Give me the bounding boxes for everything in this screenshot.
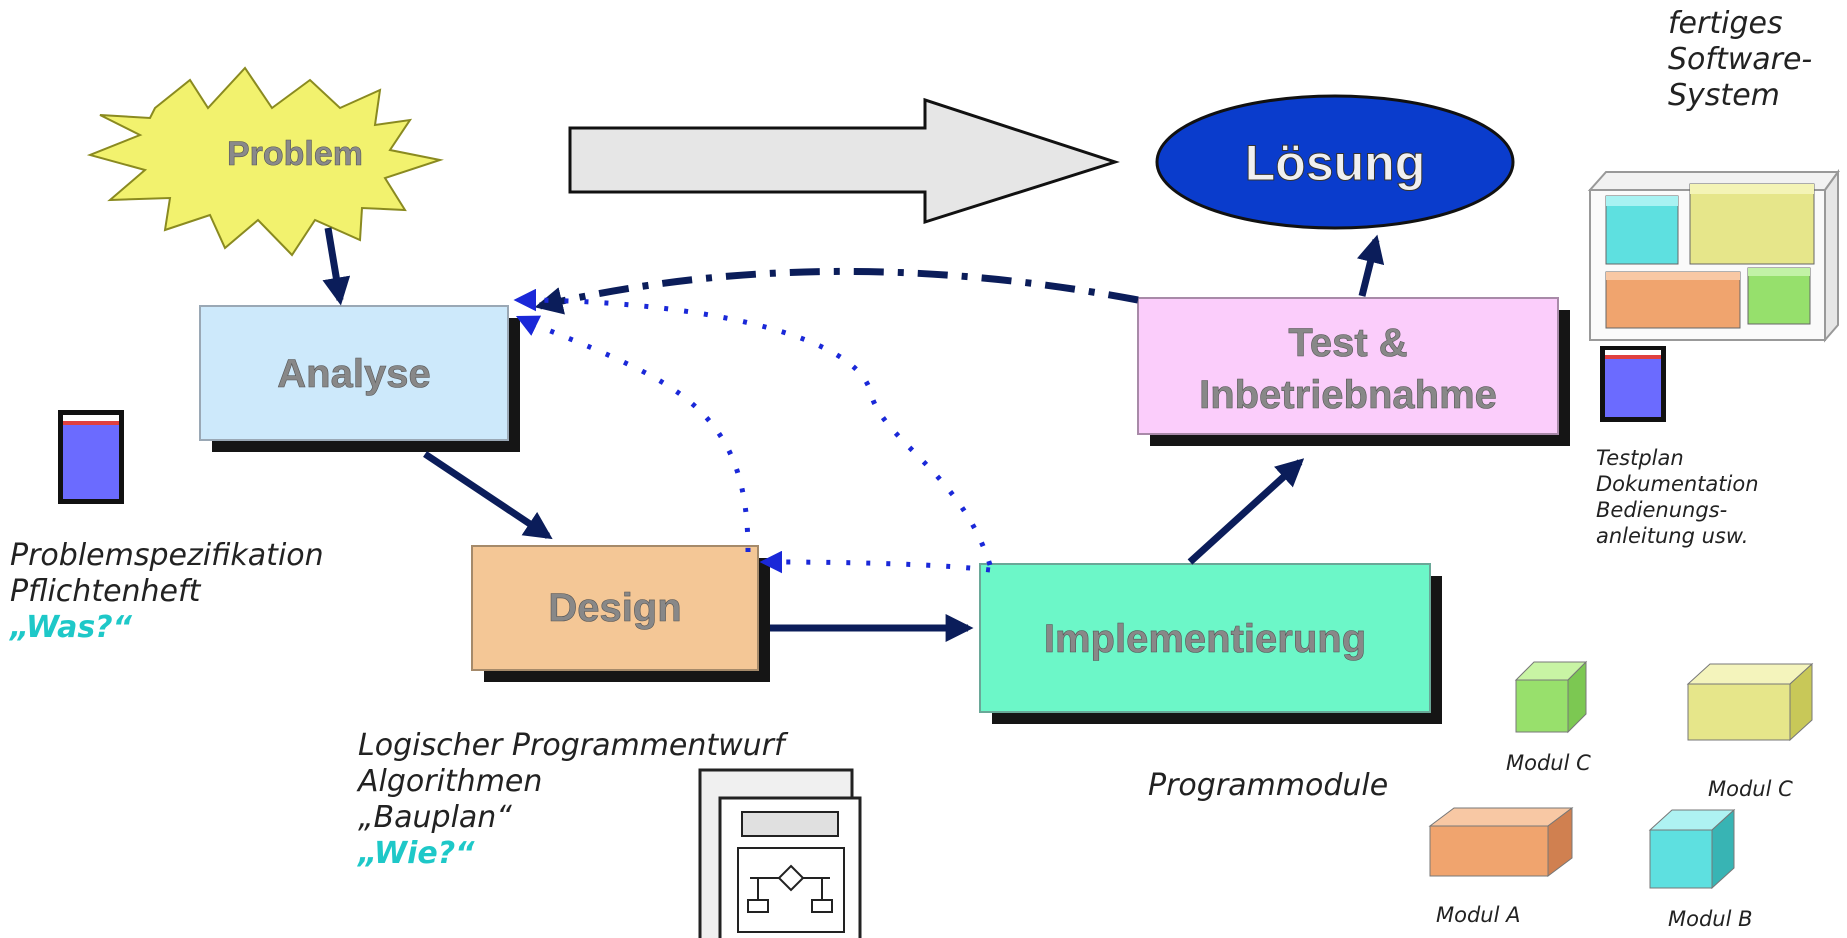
analyse-box: Analyse xyxy=(199,305,520,452)
design-caption-question: „Wie?“ xyxy=(358,836,475,871)
implementierung-box: Implementierung xyxy=(979,563,1442,724)
specification-caption-line2: Pflichtenheft xyxy=(10,574,201,609)
test-label-line1: Test & xyxy=(1288,321,1407,365)
module-a-label: Modul A xyxy=(1436,903,1521,927)
module-c-large-label: Modul C xyxy=(1708,777,1793,801)
problem-starburst: Problem xyxy=(86,66,444,257)
specification-caption-question: „Was?“ xyxy=(10,610,132,645)
specification-caption-line1: Problemspezifikation xyxy=(10,538,324,573)
arrow-test-to-loesung xyxy=(1356,234,1385,297)
feedback-implementierung-to-design xyxy=(759,550,991,574)
system-caption: fertiges Software- System xyxy=(1668,6,1812,114)
analyse-label: Analyse xyxy=(277,352,430,396)
blueprint-document-icon xyxy=(698,768,862,938)
test-label-line2: Inbetriebnahme xyxy=(1199,373,1497,417)
arrow-problem-to-analyse xyxy=(322,227,351,306)
arrow-analyse-to-design xyxy=(423,451,553,540)
problem-label: Problem xyxy=(227,135,363,173)
system-caption-line3: System xyxy=(1668,78,1780,113)
design-caption-line2: Algorithmen xyxy=(358,764,543,799)
software-system-icon xyxy=(1587,168,1840,343)
specification-caption: Problemspezifikation Pflichtenheft „Was?… xyxy=(10,538,324,646)
system-caption-line2: Software- xyxy=(1668,42,1813,77)
module-b-label: Modul B xyxy=(1668,907,1753,931)
test-doc-caption-line4: anleitung usw. xyxy=(1596,524,1749,548)
test-doc-caption-line3: Bedienungs- xyxy=(1596,498,1728,522)
design-caption: Logischer Programmentwurf Algorithmen „B… xyxy=(358,728,785,872)
arrow-implementierung-to-test xyxy=(1187,458,1305,565)
test-doc-caption: Testplan Dokumentation Bedienungs- anlei… xyxy=(1596,445,1759,549)
feedback-test-to-analyse xyxy=(534,267,1139,315)
feedback-implementierung-to-analyse xyxy=(513,288,993,566)
big-progress-arrow xyxy=(568,97,1120,225)
test-doc-caption-line1: Testplan xyxy=(1596,446,1684,470)
modules-caption: Programmodule xyxy=(1148,768,1389,803)
test-box: Test & Inbetriebnahme xyxy=(1137,297,1570,446)
feedback-design-to-analyse xyxy=(515,315,751,553)
module-b-block xyxy=(1648,808,1736,890)
test-doc-caption-line2: Dokumentation xyxy=(1596,472,1759,496)
module-c-large-block xyxy=(1686,662,1814,742)
design-box: Design xyxy=(471,545,770,682)
module-c-small-block xyxy=(1514,660,1588,734)
loesung-label: Lösung xyxy=(1245,135,1426,191)
module-c-small-label: Modul C xyxy=(1506,751,1591,775)
design-label: Design xyxy=(548,586,681,630)
implementierung-label: Implementierung xyxy=(1044,617,1366,661)
specification-document-icon xyxy=(58,410,124,504)
design-caption-line3: „Bauplan“ xyxy=(358,800,512,835)
module-a-block xyxy=(1428,807,1574,877)
design-caption-line1: Logischer Programmentwurf xyxy=(358,728,785,763)
test-document-icon xyxy=(1600,346,1666,422)
system-caption-line1: fertiges xyxy=(1668,6,1783,41)
loesung-ellipse: Lösung xyxy=(1155,94,1515,230)
